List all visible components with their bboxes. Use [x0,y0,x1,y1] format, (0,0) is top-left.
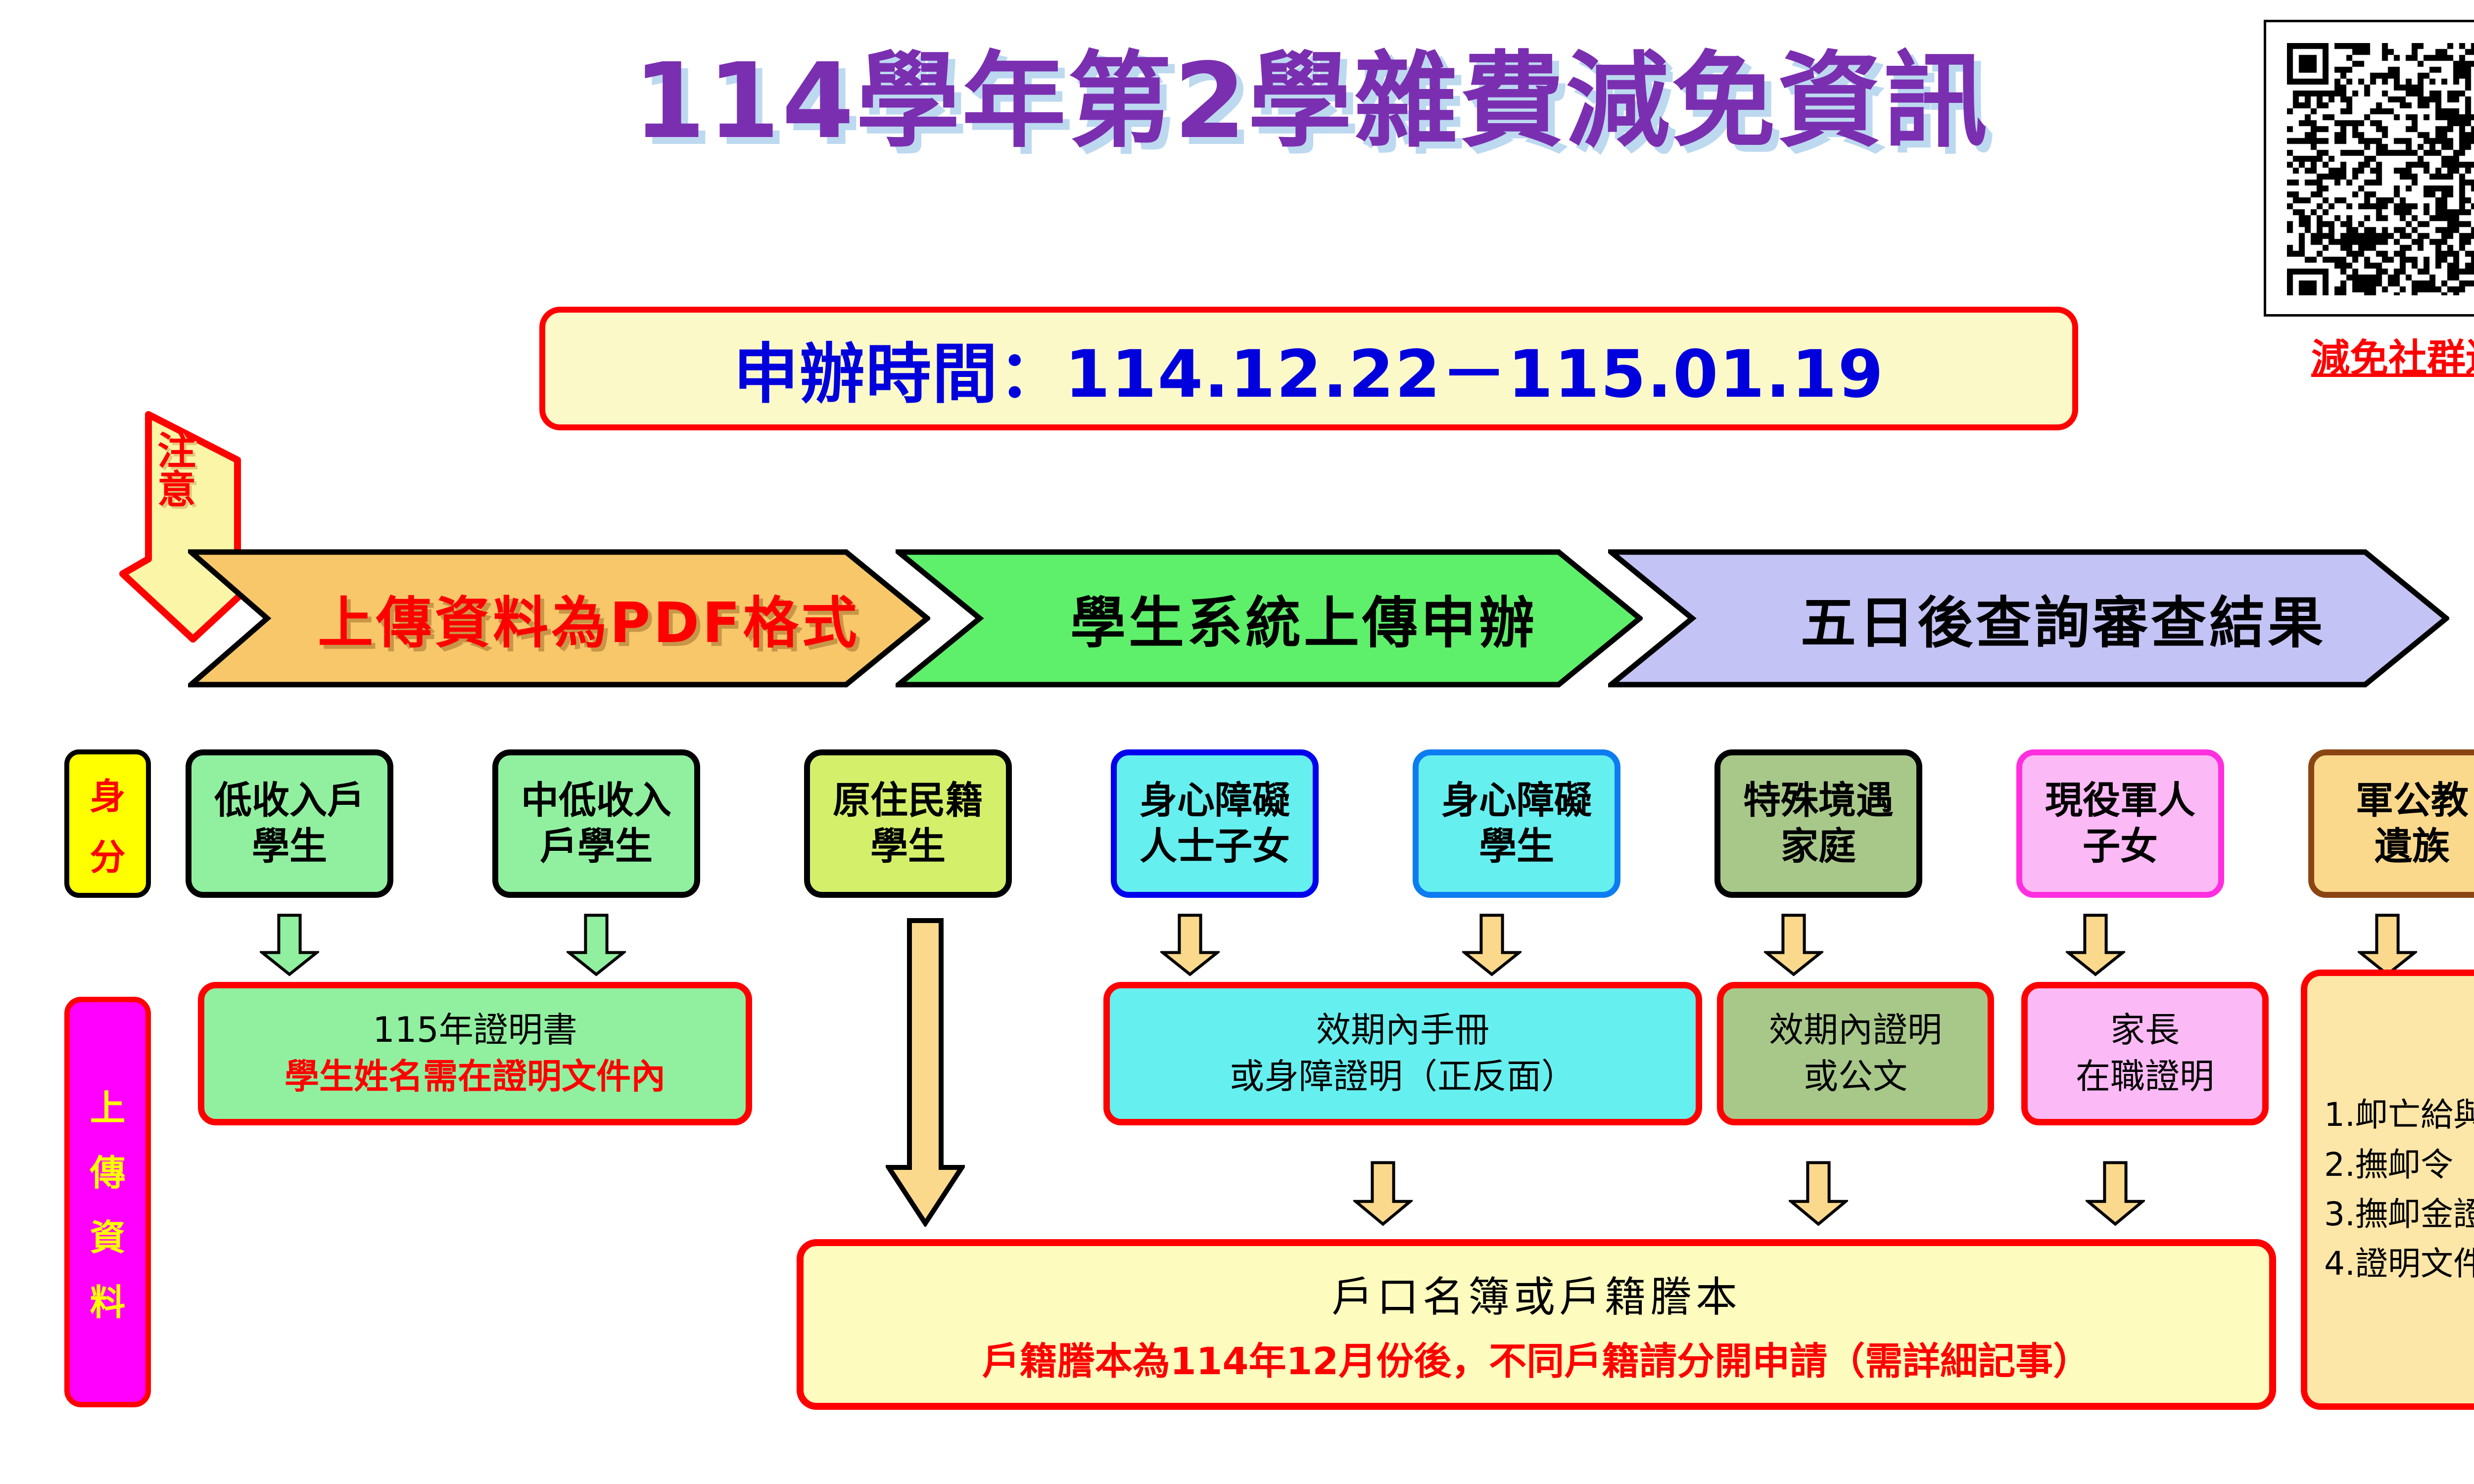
identity-box-2[interactable]: 中低收入戶學生 [492,749,700,898]
doc-box-line1: 家長 [2110,1010,2180,1051]
row-label-identity: 身 分 [64,749,151,898]
identity-box-7[interactable]: 現役軍人子女 [2016,749,2224,898]
identity-box-4[interactable]: 身心障礙人士子女 [1111,749,1319,898]
arrow-disability-child-to-doc [1160,913,1220,977]
identity-label-char-1: 身 [90,776,126,817]
identity-box-line1: 身心障礙 [1441,778,1592,823]
identity-box-line1: 原住民籍 [833,778,983,823]
military-doc-item: 4.證明文件 [2324,1245,2474,1283]
arrow-survivor-to-doc [2358,913,2417,977]
household-doc-note: 戶籍謄本為114年12月份後，不同戶籍請分開申請（需詳細記事） [982,1339,2091,1383]
identity-box-line2: 遺族 [2375,824,2450,868]
identity-box-5[interactable]: 身心障礙學生 [1413,749,1620,898]
identity-box-line1: 軍公教 [2356,778,2469,823]
arrow-parent-doc-to-household [2086,1160,2145,1227]
identity-box-line2: 學生 [252,824,327,868]
doc-box-line2: 或公文 [1804,1056,1907,1097]
identity-box-line2: 戶學生 [540,824,653,868]
qr-code-icon[interactable] [2264,20,2474,317]
flow-step-label: 五日後查詢審查結果 [1801,591,2326,655]
flow-step-label: 學生系統上傳申辦 [1070,591,1537,655]
arrow-military-child-to-doc [2066,913,2125,977]
military-doc-item: 1.卹亡給與令 [2324,1096,2474,1134]
military-doc-item: 3.撫卹金證書 [2324,1195,2474,1233]
identity-box-line2: 人士子女 [1140,824,1290,868]
arrow-disability-student-to-doc [1462,913,1522,977]
qr-label: 減免社群連結 [2311,336,2474,381]
arrow-special-family-doc-to-household [1789,1160,1848,1227]
identity-box-3[interactable]: 原住民籍學生 [804,749,1012,898]
identity-label-char-2: 分 [90,836,126,878]
doc-box-parent-employment-doc[interactable]: 家長在職證明 [2021,982,2269,1125]
household-doc-title: 戶口名簿或戶籍謄本 [1331,1273,1741,1321]
arrow-disability-doc-to-household [1353,1160,1413,1227]
doc-box-line2: 學生姓名需在證明文件內 [285,1056,666,1097]
process-flow: 上傳資料為PDF格式 學生系統上傳申辦 五日後查詢審查結果 [188,549,2474,688]
flow-step-check-result[interactable]: 五日後查詢審查結果 [1608,549,2449,688]
identity-box-line2: 子女 [2083,824,2158,868]
doc-box-line2: 或身障證明（正反面） [1230,1056,1576,1097]
military-survivor-doc-list: 1.卹亡給與令 2.撫卹令 3.撫卹金證書 4.證明文件 [2301,970,2474,1410]
arrow-low-income-to-doc [260,913,319,977]
identity-box-line1: 低收入戶 [214,778,365,823]
application-period-banner: 申辦時間：114.12.22－115.01.19 [539,307,2078,430]
doc-box-special-family-doc[interactable]: 效期內證明或公文 [1717,982,1994,1125]
doc-box-line1: 效期內手冊 [1316,1010,1489,1051]
notice-label: 注意 [151,430,195,508]
arrow-special-family-to-doc [1764,913,1823,977]
flow-step-upload-pdf[interactable]: 上傳資料為PDF格式 [188,549,930,688]
flow-step-system-upload[interactable]: 學生系統上傳申辦 [896,549,1643,688]
upload-label-char-2: 傳 [90,1152,126,1194]
identity-box-line1: 特殊境遇 [1743,778,1894,823]
doc-box-disability-doc[interactable]: 效期內手冊或身障證明（正反面） [1103,982,1702,1125]
page-title: 114學年第2學雜費減免資訊 [633,41,1990,162]
identity-box-1[interactable]: 低收入戶學生 [186,749,393,898]
identity-box-line2: 學生 [870,824,946,868]
identity-box-line1: 身心障礙 [1140,778,1290,823]
doc-box-line1: 效期內證明 [1769,1010,1942,1051]
doc-box-line1: 115年證明書 [373,1010,577,1051]
row-label-upload: 上 傳 資 料 [64,997,151,1407]
identity-box-line2: 家庭 [1781,824,1856,868]
identity-box-line1: 現役軍人 [2045,778,2195,823]
military-doc-item: 2.撫卹令 [2324,1145,2453,1184]
upload-label-char-3: 資 [90,1217,126,1258]
identity-box-6[interactable]: 特殊境遇家庭 [1714,749,1922,898]
upload-label-char-4: 料 [90,1282,126,1323]
identity-box-line2: 學生 [1479,824,1554,868]
arrow-indigenous-to-household [886,918,965,1227]
doc-box-line2: 在職證明 [2076,1056,2214,1097]
flow-step-label: 上傳資料為PDF格式 [318,591,860,655]
identity-box-8[interactable]: 軍公教遺族 [2308,749,2474,898]
household-registration-box: 戶口名簿或戶籍謄本 戶籍謄本為114年12月份後，不同戶籍請分開申請（需詳細記事… [797,1239,2276,1410]
arrow-mid-low-income-to-doc [567,913,626,977]
qr-block: 減免社群連結 [2264,20,2474,383]
identity-box-line1: 中低收入 [521,778,671,823]
doc-box-income-cert[interactable]: 115年證明書學生姓名需在證明文件內 [198,982,752,1125]
upload-label-char-1: 上 [90,1087,126,1129]
